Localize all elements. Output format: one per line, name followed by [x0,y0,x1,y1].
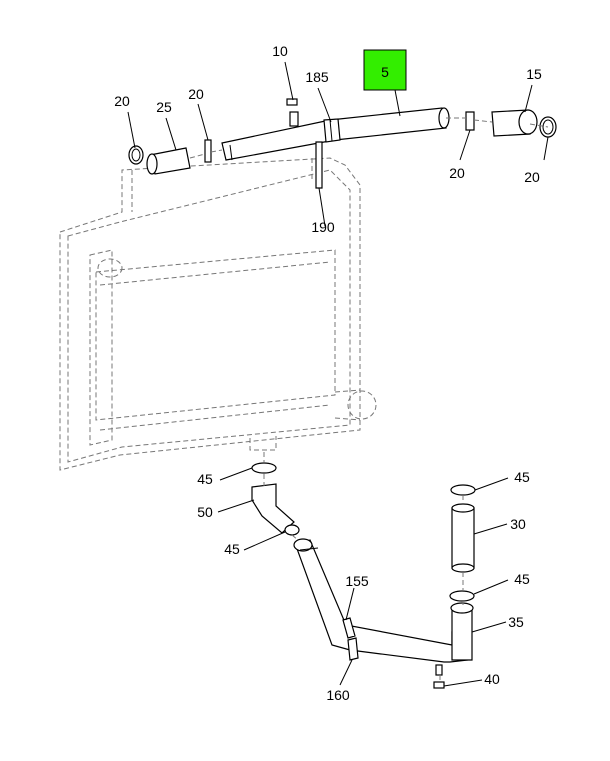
bracket-155 [342,617,356,639]
lower-tube-160 [293,538,469,663]
clamp-45-right-upper [450,484,476,496]
callout-185[interactable]: 185 [305,69,329,85]
callout-45-hose-lower[interactable]: 45 [514,571,530,587]
callout-20-left-outer[interactable]: 20 [114,93,130,109]
bracket-190 [315,141,323,189]
callout-10[interactable]: 10 [272,43,288,59]
callout-5[interactable]: 5 [381,64,389,80]
callout-155[interactable]: 155 [345,573,369,589]
callout-45-elbow-lower[interactable]: 45 [224,541,240,557]
clamp-45-lower [284,524,300,536]
clamp-45-right-lower [449,590,475,602]
drain-40 [433,664,445,689]
callout-20-left-inner[interactable]: 20 [188,86,204,102]
clamp-right-inner [465,111,475,131]
callout-20-right-outer[interactable]: 20 [524,169,540,185]
callout-20-right-inner[interactable]: 20 [449,165,465,181]
callout-40[interactable]: 40 [484,671,500,687]
callout-35[interactable]: 35 [508,614,524,630]
callout-30[interactable]: 30 [510,516,526,532]
leader-lines [127,61,549,687]
tube-35 [450,602,474,661]
clamp-left-inner [204,139,212,163]
callout-15[interactable]: 15 [526,66,542,82]
hose-30 [451,503,475,573]
callout-190[interactable]: 190 [311,219,335,235]
clamp-left-outer [128,145,144,165]
callout-5-highlight[interactable] [363,49,407,91]
callout-25[interactable]: 25 [156,99,172,115]
clamp-160 [347,637,359,661]
callout-160[interactable]: 160 [326,687,350,703]
clamp-45-upper [251,462,277,474]
hose-15 [491,109,538,137]
radiator-outline [59,157,377,471]
callout-45-elbow-upper[interactable]: 45 [197,471,213,487]
callout-50[interactable]: 50 [197,504,213,520]
fitting-10 [286,98,299,127]
callout-45-hose-upper[interactable]: 45 [514,469,530,485]
tube-clamp-185 [323,118,341,143]
hose-25 [146,147,191,175]
